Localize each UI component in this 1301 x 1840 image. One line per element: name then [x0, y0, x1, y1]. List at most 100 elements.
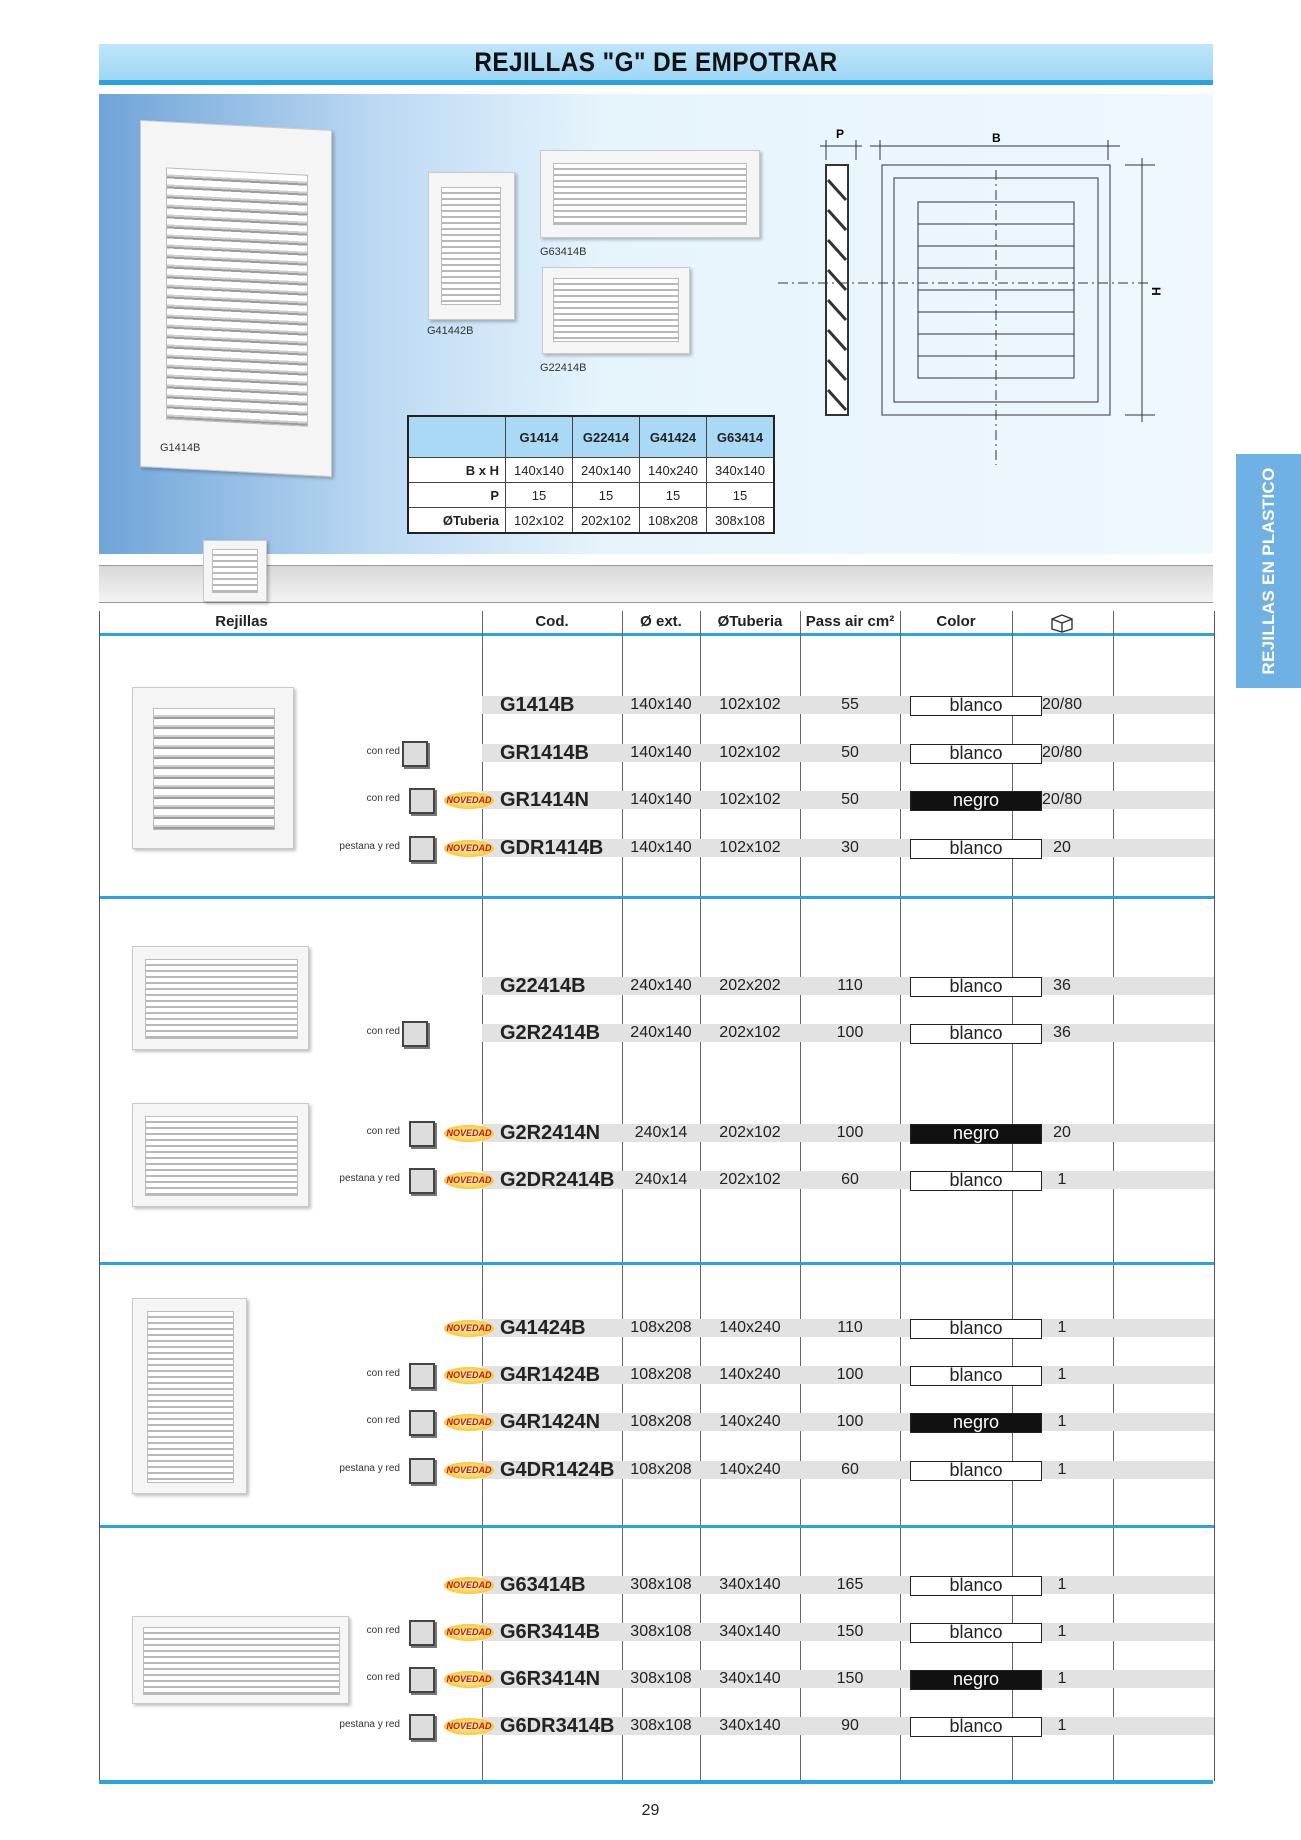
air-passage: 100	[836, 1124, 864, 1141]
grille-photo-g1414	[132, 687, 294, 849]
air-passage: 50	[841, 744, 859, 761]
product-code: G6DR3414B	[500, 1715, 615, 1737]
product-code: G41424B	[500, 1317, 586, 1339]
ext-diameter: 308x108	[630, 1576, 692, 1593]
product-table: Rejillas Cod. Ø ext. ØTuberia Pass air c…	[99, 611, 1215, 1781]
mesh-variant-icon	[409, 1363, 435, 1389]
product-code: G22414B	[500, 975, 586, 997]
col-header-rejillas: Rejillas	[215, 613, 268, 630]
pack-quantity: 1	[1057, 1413, 1067, 1430]
ext-diameter: 240x14	[634, 1171, 688, 1188]
variant-note: pestana y red	[339, 1719, 400, 1730]
dimension-spec-table: G1414 G22414 G41424 G63414 B x H 140x140…	[407, 415, 775, 534]
grille-photo-label: G63414B	[540, 246, 587, 258]
novedad-badge: NOVEDAD	[444, 792, 494, 809]
page-title: REJILLAS "G" DE EMPOTRAR	[474, 47, 838, 77]
pack-quantity: 1	[1057, 1319, 1067, 1336]
mesh-variant-icon	[409, 788, 435, 814]
product-code: G4R1424N	[500, 1411, 601, 1433]
spec-cell: 240x140	[572, 457, 640, 483]
tube-diameter: 140x240	[719, 1413, 781, 1430]
product-code: G4DR1424B	[500, 1459, 615, 1481]
variant-note: pestana y red	[339, 841, 400, 852]
product-code: GR1414N	[500, 789, 589, 811]
air-passage: 55	[841, 696, 859, 713]
pack-quantity: 20/80	[1041, 791, 1083, 808]
col-header-ext: Ø ext.	[640, 613, 682, 630]
pack-quantity: 1	[1057, 1623, 1067, 1640]
product-code: GR1414B	[500, 742, 589, 764]
tube-diameter: 340x140	[719, 1576, 781, 1593]
novedad-badge: NOVEDAD	[444, 1624, 494, 1641]
mesh-variant-icon	[409, 1410, 435, 1436]
tube-diameter: 340x140	[719, 1623, 781, 1640]
grille-photo-label: G1414B	[160, 442, 201, 454]
color-value: blanco	[910, 1171, 1042, 1191]
spec-row: P 15 15 15 15	[407, 482, 775, 508]
ext-diameter: 240x14	[634, 1124, 688, 1141]
pack-quantity: 1	[1057, 1576, 1067, 1593]
group-divider	[100, 1525, 1214, 1528]
air-passage: 110	[837, 977, 863, 994]
air-passage: 150	[836, 1623, 864, 1640]
air-passage: 50	[841, 791, 859, 808]
pack-quantity: 1	[1057, 1461, 1067, 1478]
color-value: negro	[910, 1413, 1042, 1433]
tube-diameter: 140x240	[719, 1461, 781, 1478]
pack-quantity: 1	[1057, 1717, 1067, 1734]
spec-row: ØTuberia 102x102 202x102 108x208 308x108	[407, 507, 775, 534]
spec-cell: 102x102	[505, 507, 573, 534]
ext-diameter: 140x140	[630, 791, 692, 808]
ext-diameter: 308x108	[630, 1670, 692, 1687]
ext-diameter: 108x208	[630, 1366, 692, 1383]
color-value: negro	[910, 1124, 1042, 1144]
tube-diameter: 102x102	[719, 791, 781, 808]
novedad-badge: NOVEDAD	[444, 1671, 494, 1688]
spec-cell: 108x208	[639, 507, 707, 534]
novedad-badge: NOVEDAD	[444, 1577, 494, 1594]
box-icon	[1051, 614, 1073, 633]
air-passage: 60	[841, 1461, 859, 1478]
variant-note: pestana y red	[339, 1463, 400, 1474]
spec-col-header: G22414	[572, 415, 640, 458]
technical-drawing: P B H	[778, 127, 1163, 465]
column-divider	[482, 611, 483, 1781]
pack-quantity: 1	[1057, 1366, 1067, 1383]
col-header-tuberia: ØTuberia	[717, 613, 783, 630]
ext-diameter: 108x208	[630, 1319, 692, 1336]
spec-cell: 140x140	[505, 457, 573, 483]
column-divider	[900, 611, 901, 1781]
mesh-variant-icon	[402, 741, 428, 767]
pack-quantity: 36	[1053, 977, 1071, 994]
column-divider	[700, 611, 701, 1781]
air-passage: 100	[836, 1024, 864, 1041]
air-passage: 165	[836, 1576, 864, 1593]
bottom-rule	[99, 1780, 1213, 1784]
air-passage: 110	[837, 1319, 863, 1336]
spec-col-header: G63414	[706, 415, 775, 458]
spec-cell: 340x140	[706, 457, 775, 483]
variant-note: con red	[366, 793, 400, 804]
mesh-variant-icon	[409, 1168, 435, 1194]
grille-photo-label: G22414B	[540, 362, 587, 374]
mesh-variant-icon	[409, 1714, 435, 1740]
color-value: blanco	[910, 1461, 1042, 1481]
ext-diameter: 108x208	[630, 1461, 692, 1478]
column-divider	[622, 611, 623, 1781]
spec-col-header: G41424	[639, 415, 707, 458]
spec-cell: 15	[639, 482, 707, 508]
tube-diameter: 102x102	[719, 839, 781, 856]
table-row: con red NOVEDAD GR1414N 140x140 102x102 50 neg…	[100, 783, 1214, 819]
color-value: negro	[910, 791, 1042, 811]
product-code: G2DR2414B	[500, 1169, 615, 1191]
spec-cell: 15	[505, 482, 573, 508]
color-value: blanco	[910, 977, 1042, 997]
pack-quantity: 20	[1053, 1124, 1071, 1141]
ext-diameter: 308x108	[630, 1623, 692, 1640]
color-value: negro	[910, 1670, 1042, 1690]
